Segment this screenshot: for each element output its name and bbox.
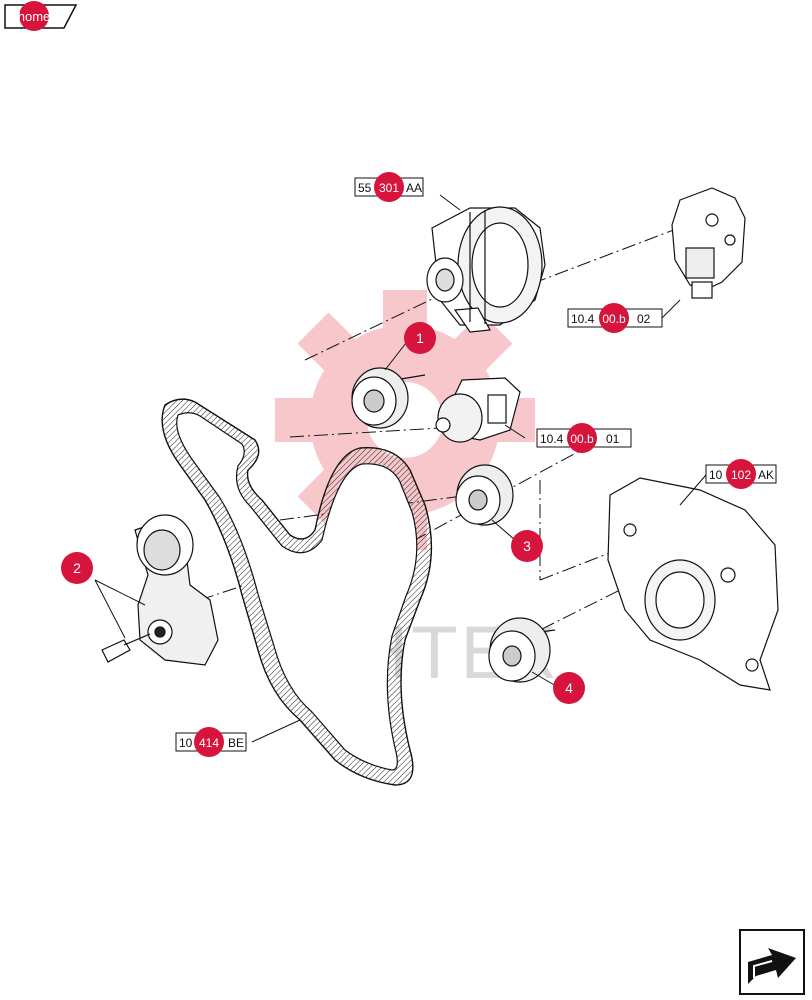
svg-text:BE: BE xyxy=(228,736,244,750)
svg-text:1: 1 xyxy=(416,330,424,346)
svg-text:2: 2 xyxy=(73,560,81,576)
idler-pulley-1 xyxy=(351,367,426,429)
ref-front-cover[interactable]: 10 102 AK xyxy=(705,459,777,489)
svg-text:AK: AK xyxy=(758,468,774,482)
svg-text:10.4: 10.4 xyxy=(540,432,564,446)
svg-text:3: 3 xyxy=(523,538,531,554)
alternator xyxy=(426,206,546,333)
svg-text:01: 01 xyxy=(606,432,620,446)
callout-2[interactable]: 2 xyxy=(61,552,93,584)
ref-water-pump[interactable]: 10.4 00.b 02 xyxy=(567,303,663,333)
svg-text:02: 02 xyxy=(637,312,651,326)
callout-4[interactable]: 4 xyxy=(553,672,585,704)
svg-text:55: 55 xyxy=(358,181,372,195)
idler-pulley-4 xyxy=(488,617,556,683)
svg-text:301: 301 xyxy=(379,181,399,195)
home-button[interactable]: home xyxy=(4,1,78,31)
svg-text:102: 102 xyxy=(731,468,751,482)
svg-text:home: home xyxy=(18,9,51,24)
svg-text:AA: AA xyxy=(406,181,422,195)
svg-text:00.b: 00.b xyxy=(602,312,626,326)
ref-belt[interactable]: 10 414 BE xyxy=(175,727,247,757)
water-pump xyxy=(671,187,746,299)
ref-thermostat[interactable]: 10.4 00.b 01 xyxy=(536,423,632,453)
svg-text:10: 10 xyxy=(709,468,723,482)
belt-tensioner xyxy=(101,514,219,666)
idler-pulley-3 xyxy=(455,464,514,526)
callout-1[interactable]: 1 xyxy=(404,322,436,354)
front-cover xyxy=(607,477,779,691)
svg-text:10.4: 10.4 xyxy=(571,312,595,326)
svg-text:414: 414 xyxy=(199,736,219,750)
ref-alternator[interactable]: 55 301 AA xyxy=(354,172,424,202)
arrow-next-icon[interactable] xyxy=(739,929,805,995)
serpentine-belt xyxy=(161,398,433,786)
thermostat-housing xyxy=(435,377,521,443)
leader-lines xyxy=(94,194,707,743)
callout-3[interactable]: 3 xyxy=(511,530,543,562)
svg-text:00.b: 00.b xyxy=(570,432,594,446)
svg-text:4: 4 xyxy=(565,680,573,696)
svg-text:10: 10 xyxy=(179,736,193,750)
